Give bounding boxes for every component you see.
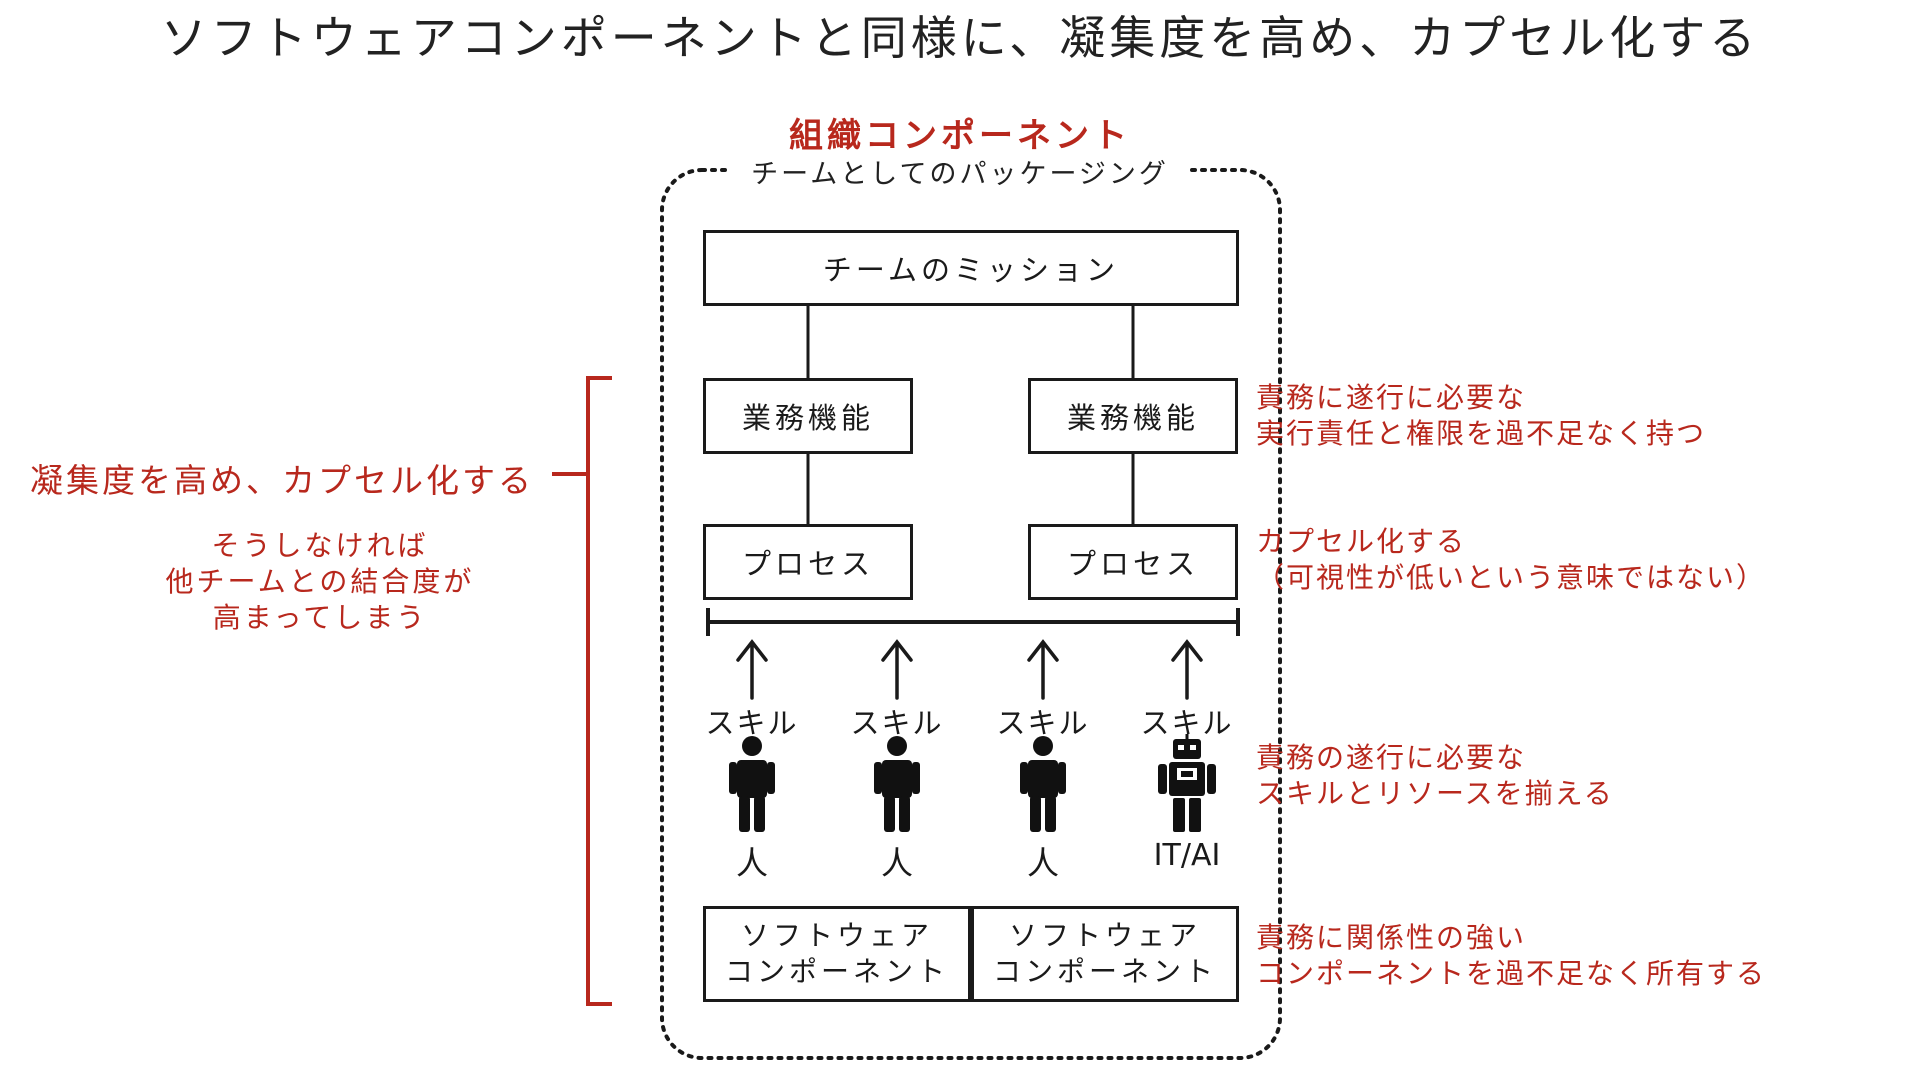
actor-label: 人 — [735, 844, 768, 882]
page-title: ソフトウェアコンポーネントと同様に、凝集度を高め、カプセル化する — [160, 11, 1760, 65]
actor-label: 人 — [1026, 844, 1059, 882]
skill-label: スキル — [996, 706, 1090, 740]
arrow-up-icon — [1027, 639, 1059, 700]
arrow-up-icon — [881, 639, 913, 700]
arrow-up-icon — [736, 639, 768, 700]
software-component-box: ソフトウェア コンポーネント — [703, 906, 971, 1002]
arrow-up-icon — [1171, 639, 1203, 700]
software-component-line: コンポーネント — [724, 955, 949, 988]
right-note-ownership: 責務に関係性の強い コンポーネントを過不足なく所有する — [1256, 921, 1767, 990]
function-box: 業務機能 — [1028, 378, 1238, 454]
left-bracket — [552, 376, 612, 1006]
skill-label: スキル — [850, 706, 944, 740]
actor-label: IT/AI — [1153, 838, 1221, 873]
org-component-title: 組織コンポーネント — [789, 116, 1131, 156]
software-component-line: ソフトウェア — [740, 919, 933, 952]
function-box: 業務機能 — [703, 378, 913, 454]
software-component-box: ソフトウェア コンポーネント — [971, 906, 1239, 1002]
skill-arrows — [736, 639, 1203, 700]
skill-label: スキル — [705, 706, 799, 740]
process-box: プロセス — [703, 524, 913, 600]
package-label: チームとしてのパッケージング — [730, 152, 1190, 191]
process-box: プロセス — [1028, 524, 1238, 600]
left-annotation-main: 凝集度を高め、カプセル化する — [30, 461, 534, 500]
person-icon — [1020, 736, 1066, 832]
person-icon — [729, 736, 775, 832]
software-component-line: ソフトウェア — [1008, 919, 1201, 952]
robot-icon — [1158, 734, 1216, 832]
left-annotation-sub: そうしなければ 他チームとの結合度が 高まってしまう — [165, 529, 475, 634]
right-note-responsibility: 責務に遂行に必要な 実行責任と権限を過不足なく持つ — [1256, 381, 1707, 450]
actor-label: 人 — [880, 844, 913, 882]
right-note-skills: 責務の遂行に必要な スキルとリソースを揃える — [1256, 741, 1614, 810]
software-component-line: コンポーネント — [992, 955, 1217, 988]
right-note-encapsulation: カプセル化する （可視性が低いという意味ではない） — [1256, 525, 1767, 594]
person-icon — [874, 736, 920, 832]
mission-box: チームのミッション — [703, 230, 1239, 306]
